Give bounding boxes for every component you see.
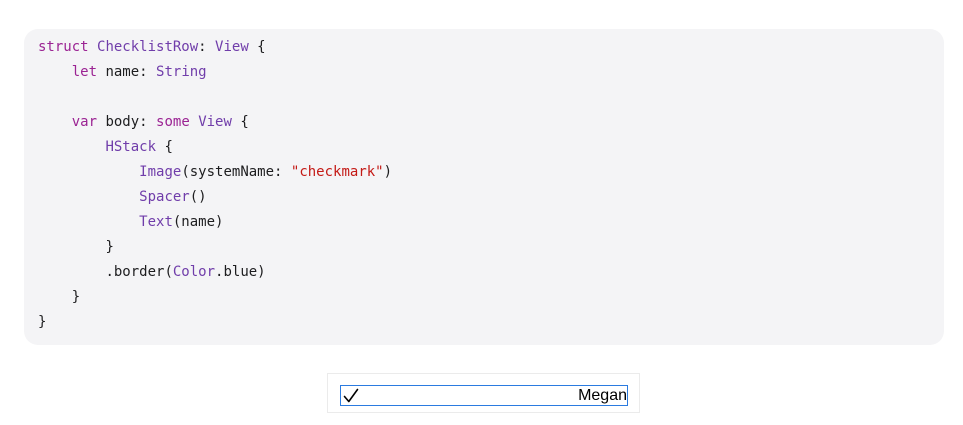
code-token: var xyxy=(71,114,98,130)
preview-frame: Megan xyxy=(327,373,640,413)
checklist-row: Megan xyxy=(340,385,628,406)
checkmark-icon xyxy=(343,388,359,402)
code-token: String xyxy=(156,64,207,80)
code-token: : xyxy=(198,39,216,55)
code-line-4: HStack { xyxy=(38,135,173,160)
code-indent xyxy=(38,289,72,305)
code-line-5: Image(systemName: "checkmark") xyxy=(38,160,392,185)
code-token: HStack xyxy=(105,139,157,155)
code-block: struct ChecklistRow: View { let name: St… xyxy=(24,29,944,345)
code-line-2: let name: String xyxy=(38,60,207,85)
code-line-8: } xyxy=(38,235,114,260)
code-line-11: } xyxy=(38,310,46,335)
code-token: () xyxy=(189,189,207,205)
code-token: ChecklistRow xyxy=(97,39,199,55)
code-token: ) xyxy=(383,164,393,180)
code-token: .blue) xyxy=(215,264,266,280)
code-token: { xyxy=(156,139,173,155)
code-indent xyxy=(38,114,72,130)
code-indent xyxy=(38,239,105,255)
code-token: } xyxy=(105,239,114,255)
code-indent xyxy=(38,64,72,80)
code-token: Color xyxy=(172,264,216,280)
code-line-9: .border(Color.blue) xyxy=(38,260,266,285)
code-token: let xyxy=(71,64,98,80)
code-token: .border( xyxy=(105,264,173,280)
code-line-1: struct ChecklistRow: View { xyxy=(38,35,266,60)
code-token: } xyxy=(38,314,47,330)
code-token: (systemName: xyxy=(181,164,291,180)
code-indent xyxy=(38,189,139,205)
code-indent xyxy=(38,214,139,230)
code-token: Spacer xyxy=(139,189,190,205)
code-line-6: Spacer() xyxy=(38,185,207,210)
code-token: (name) xyxy=(172,214,224,230)
code-token: View xyxy=(215,39,249,55)
code-token: View xyxy=(198,114,232,130)
code-line-10: } xyxy=(38,285,80,310)
code-token: } xyxy=(71,289,81,305)
code-indent xyxy=(38,264,105,280)
code-token: name: xyxy=(97,64,157,80)
code-line-3: var body: some View { xyxy=(38,110,249,135)
code-token: Image xyxy=(139,164,182,180)
code-line-7: Text(name) xyxy=(38,210,223,235)
code-string: "checkmark" xyxy=(290,164,384,180)
code-token: body: xyxy=(97,114,157,130)
code-token: { xyxy=(248,39,266,55)
code-token xyxy=(190,114,198,130)
code-token: some xyxy=(156,114,190,130)
row-name-text: Megan xyxy=(578,387,627,404)
code-indent xyxy=(38,164,139,180)
code-token: Text xyxy=(139,214,173,230)
code-token: { xyxy=(231,114,249,130)
code-token: struct xyxy=(38,39,89,55)
code-indent xyxy=(38,139,105,155)
